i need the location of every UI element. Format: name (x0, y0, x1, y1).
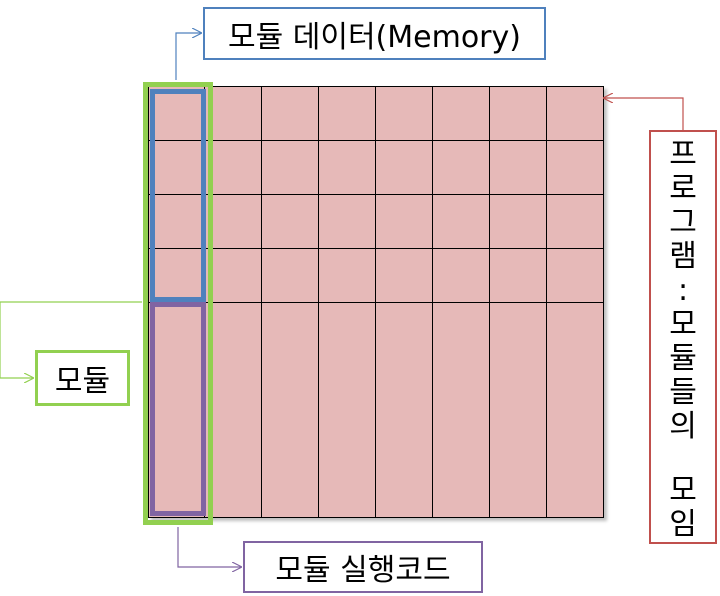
module-exec-connector (177, 527, 241, 567)
module-label: 모듈 (35, 350, 130, 406)
module-data-outline (150, 89, 206, 302)
program-grid (148, 86, 604, 518)
grid-horizontal-line (148, 86, 604, 87)
module-exec-outline (150, 302, 206, 516)
grid-horizontal-line (148, 248, 604, 249)
grid-horizontal-line (148, 194, 604, 195)
module-data-label-text: 모듈 데이터(Memory) (228, 19, 521, 55)
grid-horizontal-line (148, 140, 604, 141)
program-label-char: 듈 (669, 341, 697, 376)
module-data-connector (175, 33, 201, 80)
module-connector (0, 301, 142, 378)
program-label-char: : (677, 273, 689, 308)
program-label-char: 모 (669, 473, 697, 508)
grid-horizontal-line (148, 302, 604, 303)
program-label-char: 프 (669, 137, 697, 172)
program-label-char: 모 (669, 307, 697, 342)
program-label-char: 들 (669, 375, 697, 410)
module-outline (143, 82, 213, 525)
program-label-char: 그 (669, 205, 697, 240)
program-connector (604, 98, 684, 130)
module-data-label: 모듈 데이터(Memory) (203, 7, 546, 60)
module-exec-label: 모듈 실행코드 (243, 541, 483, 593)
program-label-char: 램 (669, 239, 697, 274)
program-label-char: 임 (669, 507, 697, 542)
program-label: 프 로 그 램 : 모 듈 들 의 모 임 (649, 130, 717, 544)
module-label-text: 모듈 (54, 364, 111, 399)
program-label-char: 의 (669, 409, 697, 444)
program-label-char: 로 (669, 171, 697, 206)
module-exec-label-text: 모듈 실행코드 (275, 553, 451, 588)
grid-horizontal-line (148, 517, 604, 518)
